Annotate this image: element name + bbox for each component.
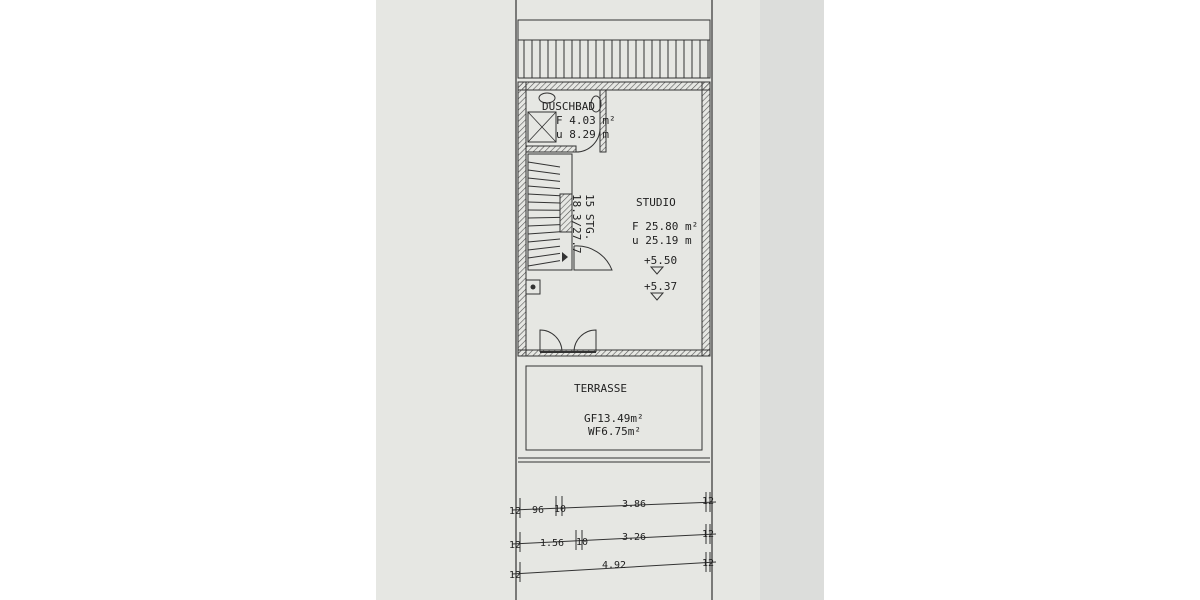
stairs-ratio: 18.3/27.7	[570, 194, 583, 254]
bathroom-door-swing	[575, 127, 601, 153]
bathroom-walls	[525, 89, 607, 153]
dim-row1-right-wall: 12	[702, 496, 714, 507]
dim-row2-seg-a: 1.56	[540, 538, 564, 549]
dim-row2-right-wall: 12	[702, 529, 714, 540]
stair-tread	[527, 185, 561, 190]
terrace-door-icon	[539, 329, 597, 353]
studio-door-swing	[573, 245, 613, 271]
dim-row3-right-wall: 12	[702, 558, 714, 569]
stair-tread	[527, 177, 561, 182]
level-upper: +5.50	[644, 254, 677, 267]
dim-row2-mid-wall: 10	[576, 537, 588, 548]
dim-row3-left-wall: 12	[509, 570, 521, 581]
dim-row3-total: 4.92	[602, 560, 626, 571]
dim-row1-seg-b: 3.86	[622, 499, 646, 510]
stair-tread	[527, 260, 561, 267]
level-lower: +5.37	[644, 280, 677, 293]
terrasse-name: TERRASSE	[574, 382, 627, 395]
level-marker-icon	[649, 292, 665, 301]
studio-name: STUDIO	[636, 196, 676, 209]
dimension-row-3	[511, 552, 717, 582]
washbasin-icon	[538, 92, 556, 104]
studio-perimeter: u 25.19 m	[632, 234, 692, 247]
studio-area: F 25.80 m²	[632, 220, 698, 233]
terrace-outline	[518, 365, 710, 463]
toilet-icon	[590, 95, 602, 113]
dim-row2-seg-b: 3.26	[622, 532, 646, 543]
dimension-row-1	[511, 492, 717, 518]
dimension-row-2	[511, 524, 717, 552]
dim-row1-left-wall: 12	[509, 506, 521, 517]
roof-railing	[517, 19, 711, 79]
dim-row2-left-wall: 12	[509, 540, 521, 551]
stair-tread	[527, 224, 561, 227]
dim-row1-mid-wall: 10	[554, 504, 566, 515]
shower-icon	[527, 111, 557, 143]
dim-row1-seg-a: 96	[532, 505, 544, 516]
level-marker-icon	[649, 266, 665, 275]
duschbad-area: F 4.03 m²	[556, 114, 616, 127]
stairs-steps: 15 STG.	[583, 194, 596, 240]
stair-tread	[527, 231, 561, 235]
stair-tread	[527, 201, 561, 204]
stair-tread	[527, 216, 561, 219]
stair-tread	[527, 161, 561, 168]
staircase	[527, 153, 573, 271]
stair-tread	[527, 245, 561, 251]
floor-drain-icon	[525, 279, 541, 295]
paper-sheet-edge	[760, 0, 824, 600]
exterior-walls	[517, 81, 711, 357]
duschbad-perimeter: u 8.29 m	[556, 128, 609, 141]
terrasse-gross-area: GF13.49m²	[584, 412, 644, 425]
stair-tread	[527, 193, 561, 197]
terrasse-net-area: WF6.75m²	[588, 425, 641, 438]
stair-tread	[527, 169, 561, 175]
stair-tread	[527, 238, 561, 243]
duschbad-name: DUSCHBAD	[542, 100, 595, 113]
stair-tread	[527, 252, 561, 259]
